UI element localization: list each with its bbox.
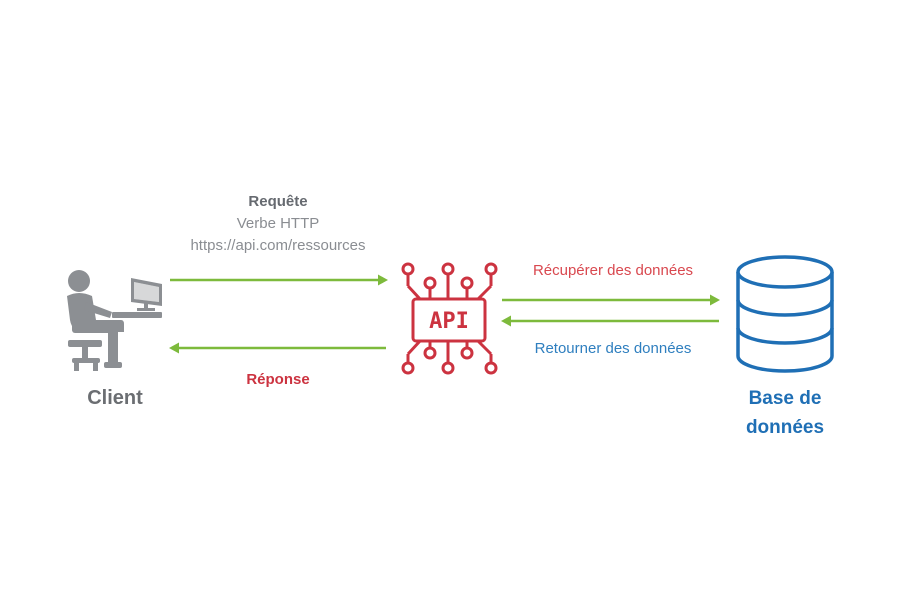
client-label: Client	[87, 387, 143, 409]
request-verb-line: Verbe HTTP	[236, 215, 320, 232]
database-label: Base de données	[725, 384, 845, 442]
fetch-data-label: Récupérer des données	[532, 262, 694, 279]
database-label-line2: données	[745, 417, 825, 438]
return-data-label: Retourner des données	[534, 340, 692, 357]
api-label: API	[429, 309, 469, 334]
client-icon	[67, 270, 162, 371]
request-title: Requête	[248, 193, 308, 210]
arrows	[169, 274, 720, 354]
database-icon	[736, 255, 834, 373]
database-label-line1: Base de	[748, 388, 822, 409]
client-monitor-screen	[134, 282, 159, 302]
api-chip-icon	[401, 262, 498, 375]
request-url-line: https://api.com/ressources	[190, 237, 366, 254]
response-label: Réponse	[246, 371, 310, 388]
